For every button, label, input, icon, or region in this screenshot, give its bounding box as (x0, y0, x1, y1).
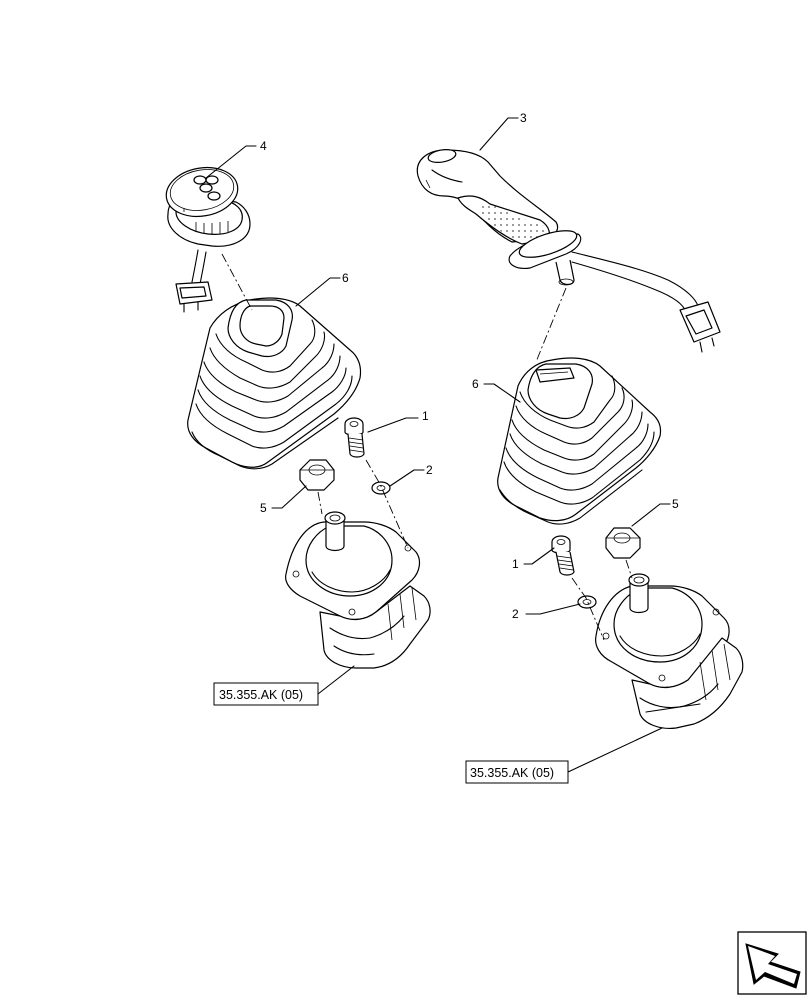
callout-6-right: 6 (472, 377, 479, 391)
callout-2-right: 2 (512, 607, 519, 621)
callout-6-left: 6 (342, 271, 349, 285)
grip-cap-part-4 (165, 166, 251, 313)
reference-label-right: 35.355.AK (05) (470, 766, 554, 780)
callout-5-left: 5 (260, 501, 267, 515)
callout-1-right: 1 (512, 557, 519, 571)
rubber-boot-part-6-left (187, 297, 362, 470)
leader-1-left (367, 417, 419, 433)
centerline-right-grip (535, 287, 567, 363)
centerline-right-nut (625, 559, 633, 579)
nut-part-5-right (605, 527, 641, 559)
leader-3 (479, 117, 519, 151)
leader-2-left (389, 469, 425, 487)
joystick-grip-part-3 (416, 149, 721, 353)
reference-box-left[interactable]: 35.355.AK (05) (213, 682, 319, 706)
centerline-left-screw (365, 459, 409, 549)
leader-6-right (483, 383, 521, 403)
callout-5-right: 5 (672, 497, 679, 511)
leader-4 (205, 145, 257, 179)
callout-3: 3 (520, 111, 527, 125)
screw-part-1-right (551, 535, 575, 576)
screw-part-1-left (344, 417, 365, 458)
leader-1-right (523, 547, 555, 565)
pilot-valve-left (285, 511, 431, 669)
rubber-boot-part-6-right (497, 357, 662, 525)
callout-4: 4 (260, 139, 267, 153)
leader-5-right (631, 503, 671, 527)
washer-part-2-right (577, 595, 597, 609)
callout-2-left: 2 (426, 463, 433, 477)
leader-ref-right (567, 727, 663, 773)
direction-arrow-icon[interactable] (737, 931, 807, 995)
reference-label-left: 35.355.AK (05) (219, 688, 303, 702)
leader-2-right (525, 603, 581, 615)
callout-1-left: 1 (422, 409, 429, 423)
nut-part-5-left (299, 459, 335, 491)
centerline-right-screw (571, 577, 605, 641)
leader-5-left (271, 485, 307, 509)
pilot-valve-right (595, 573, 744, 729)
leader-ref-left (317, 665, 355, 695)
centerline-left-cap (221, 253, 253, 311)
centerline-left-nut (317, 491, 323, 515)
leader-6-left (295, 277, 341, 307)
washer-part-2-left (371, 481, 391, 495)
reference-box-right[interactable]: 35.355.AK (05) (465, 760, 569, 784)
